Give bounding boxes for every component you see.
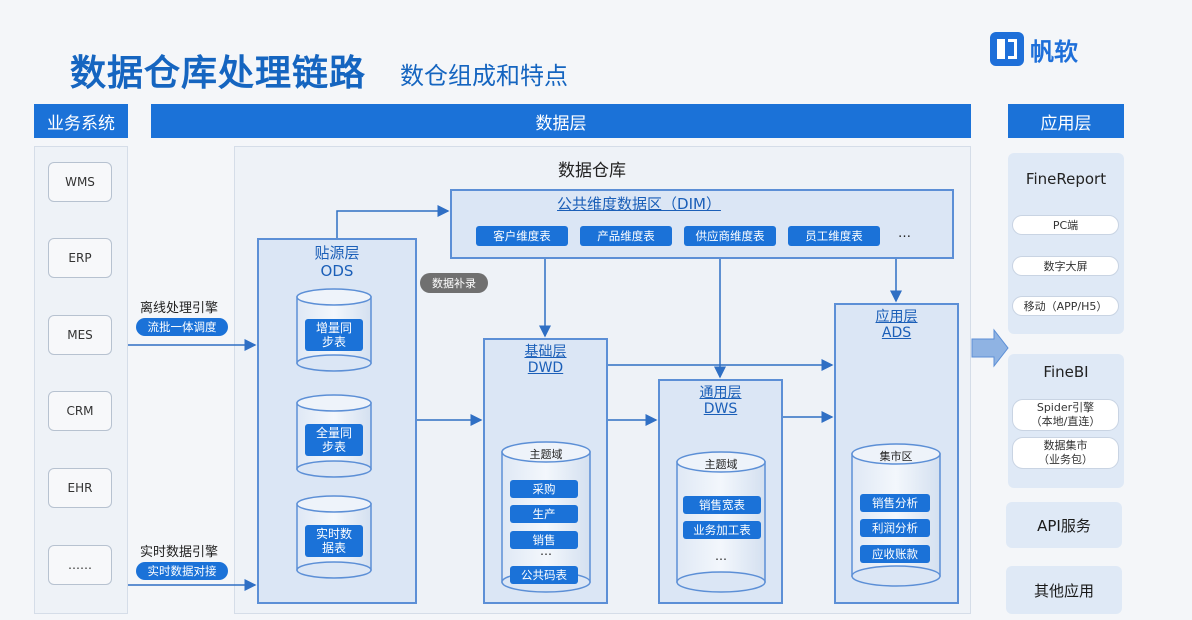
dws-domain-label: 主题域 [704, 458, 738, 471]
system-erp[interactable]: ERP [48, 238, 112, 278]
system-more[interactable]: …… [48, 545, 112, 585]
ods-code: ODS [320, 262, 354, 280]
data-layer-header: 数据层 [151, 104, 971, 138]
ads-code: ADS [881, 325, 912, 341]
app-layer-header: 应用层 [1008, 104, 1124, 138]
dwd-purchase: 采购 [510, 480, 578, 498]
ads-profit-analysis: 利润分析 [860, 519, 930, 537]
page-subtitle: 数仓组成和特点 [400, 62, 568, 90]
business-systems-header: 业务系统 [34, 104, 128, 138]
ads-domain-label: 集市区 [879, 450, 913, 463]
finebi-title: FineBI [1043, 363, 1089, 381]
dwd-name: 基础层 [524, 344, 567, 360]
api-service-card[interactable]: API服务 [1006, 502, 1122, 548]
data-warehouse-title: 数据仓库 [558, 161, 626, 181]
other-apps-card[interactable]: 其他应用 [1006, 566, 1122, 614]
logo-text: 帆软 [1030, 37, 1078, 66]
page-title: 数据仓库处理链路 [70, 53, 367, 94]
logo-icon [990, 32, 1024, 66]
ods-to-dim-arrow [336, 205, 450, 238]
dws-code: DWS [703, 401, 738, 417]
dwd-code: DWD [527, 360, 564, 376]
dim-supplier: 供应商维度表 [684, 226, 776, 246]
dim-more: … [898, 226, 911, 241]
dws-more: … [715, 549, 727, 563]
ods-incremental: 增量同 步表 [305, 319, 363, 351]
dws-business-process: 业务加工表 [683, 521, 761, 539]
dim-product: 产品维度表 [580, 226, 672, 246]
finereport-pc[interactable]: PC端 [1012, 215, 1119, 235]
dim-customer: 客户维度表 [476, 226, 568, 246]
realtime-chip: 实时数据对接 [136, 562, 228, 580]
ods-full: 全量同 步表 [305, 424, 363, 456]
finebi-spider[interactable]: Spider引擎 （本地/直连） [1012, 399, 1119, 431]
realtime-engine-label: 实时数据引擎 [140, 545, 219, 560]
offline-engine-label: 离线处理引擎 [140, 301, 219, 316]
dim-employee: 员工维度表 [788, 226, 880, 246]
dwd-code-table: 公共码表 [510, 566, 578, 584]
dws-name: 通用层 [699, 385, 742, 401]
dwd-more: … [540, 544, 552, 558]
ads-cylinder [851, 443, 941, 587]
dwd-production: 生产 [510, 505, 578, 523]
ods-realtime: 实时数 据表 [305, 525, 363, 557]
finereport-screen[interactable]: 数字大屏 [1012, 256, 1119, 276]
system-mes[interactable]: MES [48, 315, 112, 355]
system-crm[interactable]: CRM [48, 391, 112, 431]
data-supplement-badge: 数据补录 [420, 273, 488, 293]
dwd-domain-label: 主题域 [529, 448, 563, 461]
ads-sales-analysis: 销售分析 [860, 494, 930, 512]
finereport-title: FineReport [1025, 170, 1107, 188]
dim-area [450, 189, 954, 259]
brand-logo: 帆软 [990, 30, 1078, 68]
finereport-mobile[interactable]: 移动（APP/H5） [1012, 296, 1119, 316]
system-ehr[interactable]: EHR [48, 468, 112, 508]
dws-sales-wide: 销售宽表 [683, 496, 761, 514]
finebi-datamart[interactable]: 数据集市 （业务包） [1012, 437, 1119, 469]
to-app-layer-arrow [971, 328, 1009, 368]
ads-name: 应用层 [875, 309, 918, 325]
business-systems-panel [34, 146, 128, 614]
dwd-sales: 销售 [510, 531, 578, 549]
ads-receivables: 应收账款 [860, 545, 930, 563]
offline-chip: 流批一体调度 [136, 318, 228, 336]
ods-name: 贴源层 [314, 244, 360, 262]
dim-title: 公共维度数据区（DIM） [557, 195, 721, 213]
system-wms[interactable]: WMS [48, 162, 112, 202]
